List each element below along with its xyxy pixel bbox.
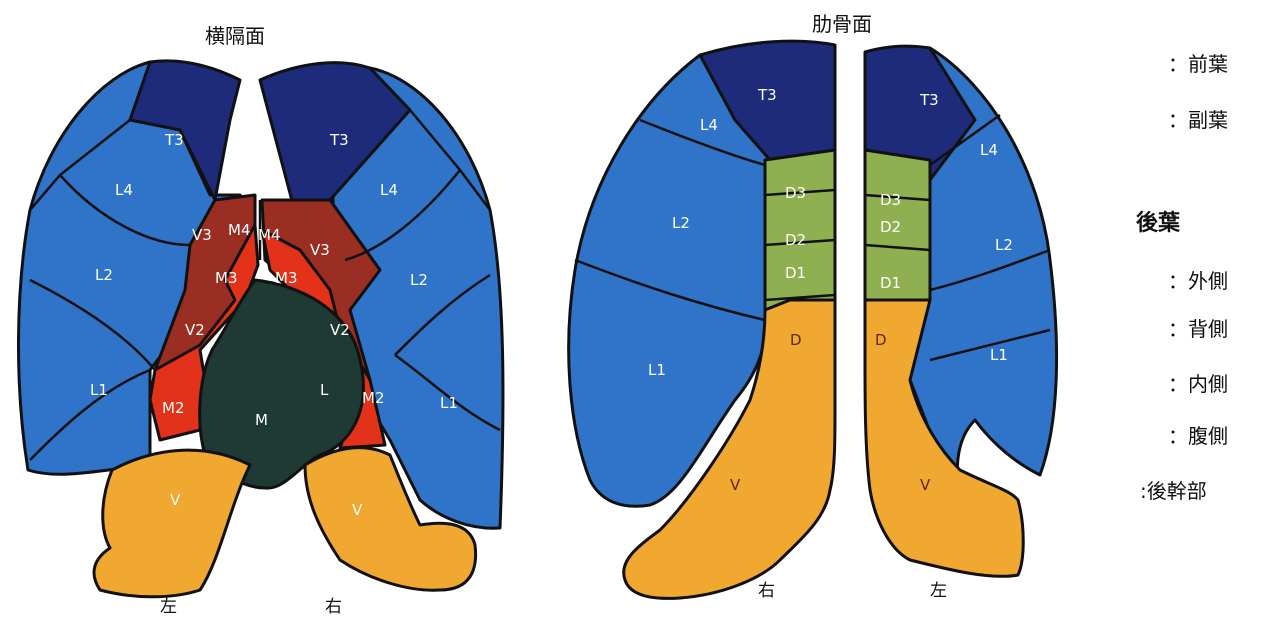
- label-L2-costal-right: L2: [672, 214, 690, 232]
- label-D1-costal-right: D1: [785, 264, 806, 282]
- legend-text-accessory: ：副葉: [1168, 108, 1228, 132]
- legend-text-medial: ：内側: [1168, 372, 1228, 396]
- label-D3-costal-left: D3: [880, 191, 901, 209]
- diaphragmatic-left-ventral-region: [94, 450, 250, 597]
- legend-item-lateral: ：外側: [1168, 265, 1228, 294]
- label-M4-diaphragmatic-right: M4: [258, 226, 281, 244]
- legend-text-trunk: :後幹部: [1140, 479, 1207, 503]
- legend-posterior-heading: 後葉: [1136, 205, 1180, 237]
- label-V-costal-left: V: [920, 476, 931, 494]
- costal-left-side-label: 右: [758, 576, 775, 601]
- legend-item-trunk: :後幹部: [1140, 475, 1207, 504]
- label-M4-diaphragmatic-left: M4: [228, 221, 251, 239]
- legend-item-anterior: ：前葉: [1168, 48, 1228, 77]
- label-L1-diaphragmatic-right: L1: [440, 394, 458, 412]
- legend-text-lateral: ：外側: [1168, 269, 1228, 293]
- label-T3-costal-left: T3: [919, 91, 939, 109]
- label-L4-costal-left: L4: [980, 141, 998, 159]
- label-V3-diaphragmatic-right: V3: [310, 241, 330, 259]
- diaphragmatic-title: 横隔面: [205, 20, 265, 49]
- label-M3-diaphragmatic-left: M3: [215, 269, 238, 287]
- label-L2-diaphragmatic-right: L2: [410, 271, 428, 289]
- legend-text-dorsal: ：背側: [1168, 317, 1228, 341]
- legend-text-anterior: ：前葉: [1168, 52, 1228, 76]
- label-L1-costal-right: L1: [648, 361, 666, 379]
- label-L2-costal-left: L2: [995, 236, 1013, 254]
- label-L4-diaphragmatic-left: L4: [115, 181, 133, 199]
- diaphragmatic-right-side-label: 右: [325, 592, 342, 617]
- label-L2-diaphragmatic-left: L2: [95, 266, 113, 284]
- label-V3-diaphragmatic-left: V3: [192, 226, 212, 244]
- label-M2-diaphragmatic-right: M2: [362, 389, 385, 407]
- label-D2-costal-right: D2: [785, 231, 806, 249]
- label-V-costal-right: V: [730, 476, 741, 494]
- label-D-costal-left: D: [875, 331, 887, 349]
- costal-title: 肋骨面: [812, 8, 872, 37]
- costal-right-side-label: 左: [930, 576, 947, 601]
- label-D1-costal-left: D1: [880, 274, 901, 292]
- label-L1-diaphragmatic-left: L1: [90, 381, 108, 399]
- legend-item-ventral: ：腹側: [1168, 420, 1228, 449]
- diaphragmatic-left-side-label: 左: [160, 592, 177, 617]
- legend-item-medial: ：内側: [1168, 368, 1228, 397]
- label-D-costal-right: D: [790, 331, 802, 349]
- label-L1-costal-left: L1: [990, 346, 1008, 364]
- label-M2-diaphragmatic-left: M2: [162, 399, 185, 417]
- label-M3-diaphragmatic-right: M3: [275, 269, 298, 287]
- legend-text-ventral: ：腹側: [1168, 424, 1228, 448]
- label-T3-diaphragmatic-right: T3: [329, 131, 349, 149]
- label-L4-costal-right: L4: [700, 116, 718, 134]
- label-D3-costal-right: D3: [785, 184, 806, 202]
- label-M-diaphragmatic: M: [255, 411, 268, 429]
- label-V-diaphragmatic-left: V: [170, 491, 181, 509]
- label-T3-costal-right: T3: [757, 86, 777, 104]
- label-V2-diaphragmatic-right: V2: [330, 321, 350, 339]
- legend-item-accessory: ：副葉: [1168, 104, 1228, 133]
- label-T3-diaphragmatic-left: T3: [164, 131, 184, 149]
- label-V-diaphragmatic-right: V: [352, 501, 363, 519]
- costal-right-dorsal-region: [765, 150, 835, 310]
- label-L4-diaphragmatic-right: L4: [380, 181, 398, 199]
- legend-item-dorsal: ：背側: [1168, 313, 1228, 342]
- label-V2-diaphragmatic-left: V2: [185, 321, 205, 339]
- label-L-diaphragmatic: L: [320, 381, 329, 399]
- label-D2-costal-left: D2: [880, 218, 901, 236]
